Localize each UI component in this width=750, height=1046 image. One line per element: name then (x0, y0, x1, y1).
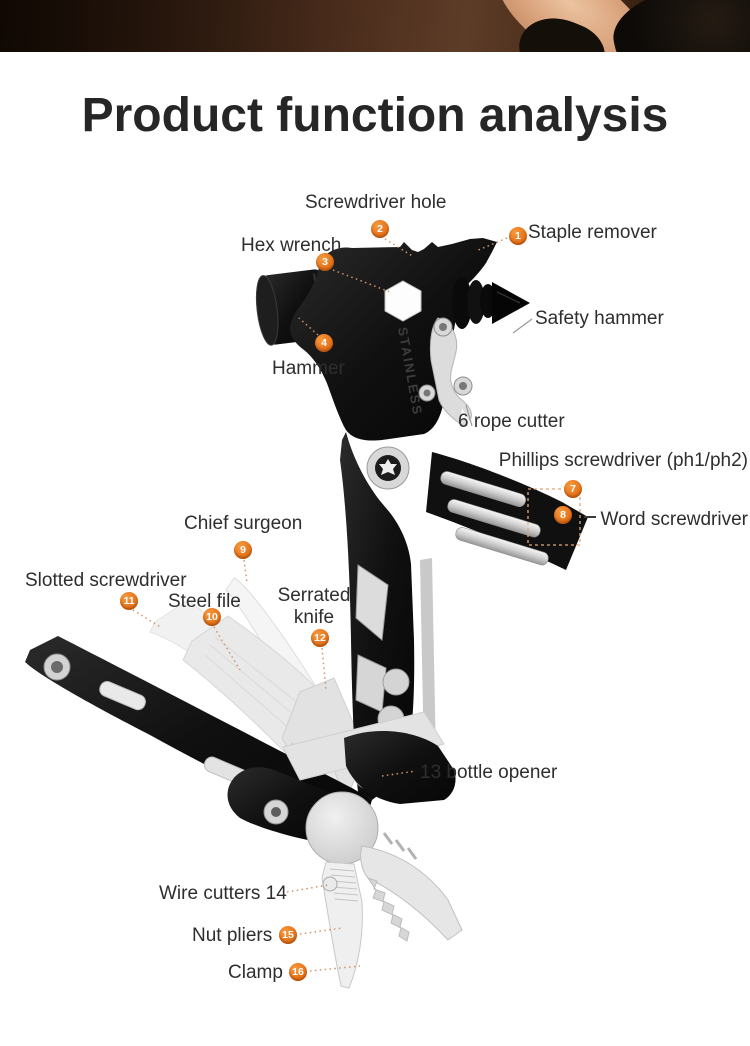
badge-9: 9 (234, 541, 252, 559)
badge-4: 4 (315, 334, 333, 352)
label-hex-wrench: Hex wrench (241, 235, 342, 256)
badge-7: 7 (564, 480, 582, 498)
bits-dashed-box (527, 488, 581, 546)
label-chief-surgeon: Chief surgeon (184, 513, 303, 534)
badge-11: 11 (120, 592, 138, 610)
badge-16: 16 (289, 963, 307, 981)
label-safety-hammer: Safety hammer (535, 308, 664, 329)
label-phillips-screwdriver: Phillips screwdriver (ph1/ph2) (498, 450, 748, 471)
badge-3: 3 (316, 253, 334, 271)
label-serrated-knife: Serrated knife (277, 585, 351, 628)
label-word-screwdriver: Word screwdriver (600, 509, 748, 530)
badge-2: 2 (371, 220, 389, 238)
label-clamp: Clamp (228, 962, 283, 983)
hex-wrench-hole (384, 280, 422, 322)
label-rope-cutter: 6 rope cutter (458, 411, 565, 432)
safety-hammer-tip (452, 277, 530, 329)
badge-10: 10 (203, 608, 221, 626)
badge-8: 8 (554, 506, 572, 524)
banner-shade (0, 0, 340, 52)
pliers-right-arm (344, 731, 456, 804)
badge-1: 1 (509, 227, 527, 245)
label-hammer: Hammer (272, 358, 345, 379)
badge-15: 15 (279, 926, 297, 944)
pliers (227, 711, 463, 989)
screwdriver-bits (426, 452, 588, 570)
label-steel-file: Steel file (168, 591, 241, 612)
label-screwdriver-hole: Screwdriver hole (305, 192, 447, 213)
wire-cutter-pin (322, 876, 338, 892)
label-slotted-screwdriver: Slotted screwdriver (25, 570, 187, 591)
head-body (290, 238, 497, 441)
banner-photo (0, 0, 750, 52)
hammer-head: STAINLESS (255, 238, 530, 441)
page-title: Product function analysis (81, 89, 669, 142)
label-staple-remover: Staple remover (528, 222, 657, 243)
label-wire-cutters: Wire cutters 14 (159, 883, 287, 904)
label-bottle-opener: 13 bottle opener (420, 762, 558, 783)
rope-cutter-hook (418, 317, 473, 427)
pliers-left-jaw (321, 861, 363, 989)
leader-lines (132, 237, 596, 972)
badge-12: 12 (311, 629, 329, 647)
pliers-right-jaw (360, 845, 463, 941)
label-nut-pliers: Nut pliers (192, 925, 273, 946)
